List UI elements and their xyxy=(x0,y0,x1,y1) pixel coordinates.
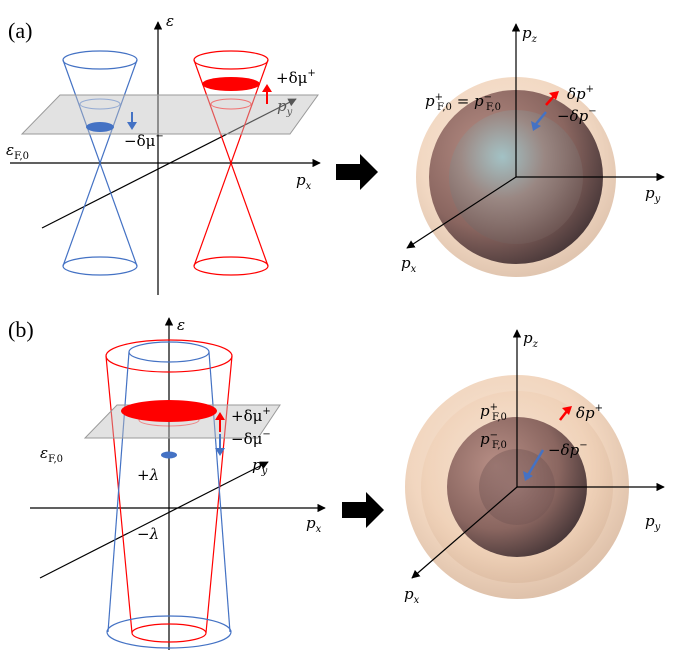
dp-plus-label: δp+ xyxy=(567,84,594,103)
blue-fermi-ghost xyxy=(79,98,121,110)
blue-cone xyxy=(106,341,232,649)
panel-b: (b) ε px py xyxy=(8,316,665,650)
px-axis-sphere xyxy=(406,176,517,249)
shift-down-label: −δμ− xyxy=(124,131,164,150)
blue-level-lowered xyxy=(161,451,177,459)
fermi-momentum-equality: p+F,0 = p−F,0 xyxy=(425,92,501,113)
fermi-plane xyxy=(20,94,319,135)
shift-down-label: −δμ− xyxy=(231,429,271,448)
plus-lambda-label: +λ xyxy=(137,466,159,484)
py-axis xyxy=(39,461,269,579)
shift-up-label: +δμ+ xyxy=(231,406,271,425)
shift-up-arrow xyxy=(262,84,272,104)
dp-minus-arrow xyxy=(531,111,547,131)
py-axis-label: py xyxy=(277,97,293,118)
pz-axis-label: pz xyxy=(522,24,538,45)
px-axis-sphere-label: px xyxy=(404,585,420,606)
transition-arrow xyxy=(336,154,378,190)
dp-plus-arrow xyxy=(545,91,559,106)
py-axis-sphere-label: py xyxy=(645,512,661,533)
shift-up-label: +δμ+ xyxy=(276,68,316,87)
fermi-level-label: εF,0 xyxy=(6,141,29,162)
blue-cone xyxy=(62,50,138,276)
shift-down-arrow xyxy=(127,112,137,130)
fermi-momentum-minus: p−F,0 xyxy=(480,430,507,451)
panel-a: (a) ε px py xyxy=(6,12,665,295)
transition-arrow xyxy=(342,492,384,528)
panel-b-label: (b) xyxy=(8,317,34,342)
dp-minus-arrow xyxy=(523,449,545,481)
red-cone xyxy=(193,50,269,276)
dp-minus-label: −δp− xyxy=(557,106,597,125)
energy-axis-label: ε xyxy=(177,316,185,334)
fermi-momentum-plus: p+F,0 xyxy=(480,402,507,423)
px-axis-label: px xyxy=(296,171,312,192)
energy-axis-label: ε xyxy=(166,12,174,30)
shift-up-arrow xyxy=(215,412,225,432)
red-fermi-ghost xyxy=(210,98,252,110)
red-level-raised xyxy=(202,77,260,91)
dp-plus-label: δp+ xyxy=(576,403,603,422)
fermi-level-label: εF,0 xyxy=(40,444,63,465)
pz-axis-label: pz xyxy=(523,329,539,350)
py-axis-sphere-label: py xyxy=(645,184,661,205)
blue-level-lowered xyxy=(86,122,114,132)
minus-lambda-label: −λ xyxy=(137,525,159,543)
px-axis-sphere-label: px xyxy=(401,254,417,275)
px-axis-label: px xyxy=(306,514,322,535)
px-axis-sphere xyxy=(411,486,518,579)
red-level-raised xyxy=(121,400,217,422)
py-axis-label: py xyxy=(252,456,268,477)
dp-minus-label: −δp− xyxy=(548,440,588,459)
panel-a-label: (a) xyxy=(8,18,32,43)
red-cone xyxy=(105,339,233,643)
shift-down-arrow xyxy=(215,434,225,456)
dp-plus-arrow xyxy=(559,406,572,421)
